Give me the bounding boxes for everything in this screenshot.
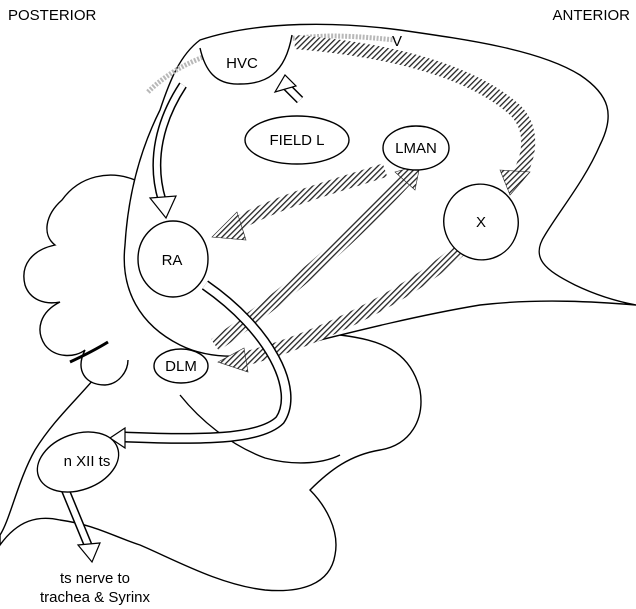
ventricle-label: V <box>392 33 402 50</box>
hvc-label: HVC <box>226 55 258 72</box>
cerebellum-outline <box>24 175 135 385</box>
field-l-label: FIELD L <box>269 132 324 149</box>
posterior-label: POSTERIOR <box>8 7 97 24</box>
brain-outline <box>0 24 636 590</box>
anterior-label: ANTERIOR <box>552 7 630 24</box>
output-caption-line1: ts nerve to <box>60 570 130 587</box>
nxiits-label: n XII ts <box>64 453 111 470</box>
dlm-label: DLM <box>165 358 197 375</box>
lman-label: LMAN <box>395 140 437 157</box>
x-label: X <box>476 214 486 231</box>
ra-label: RA <box>162 252 183 269</box>
output-caption-line2: trachea & Syrinx <box>40 589 151 606</box>
